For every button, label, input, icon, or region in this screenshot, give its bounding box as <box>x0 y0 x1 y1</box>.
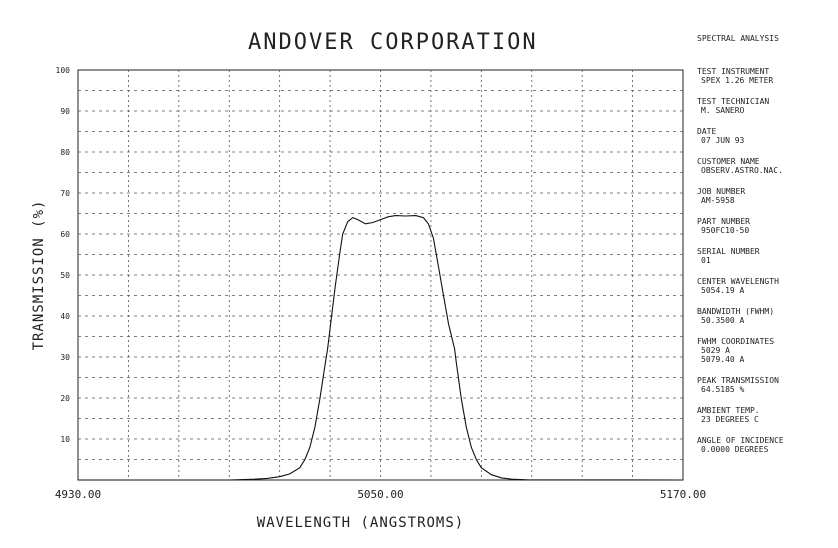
panel-item-label: JOB NUMBER <box>697 187 746 196</box>
y-tick-label: 30 <box>60 353 70 362</box>
panel-item-value: 0.0000 DEGREES <box>701 445 769 454</box>
panel-item-value: OBSERV.ASTRO.NAC. <box>701 166 783 175</box>
panel-item-value: 01 <box>701 256 711 265</box>
grid-layer <box>77 69 684 481</box>
panel-item-value: 5079.40 A <box>701 355 745 364</box>
y-tick-label: 100 <box>56 66 71 75</box>
panel-item-value: SPEX 1.26 METER <box>701 76 774 85</box>
panel-item-value: 50.3500 A <box>701 316 745 325</box>
panel-item-value: 07 JUN 93 <box>701 136 745 145</box>
label-layer: WAVELENGTH (ANGSTROMS) TRANSMISSION (%) <box>31 200 464 531</box>
panel-item-value: 23 DEGREES C <box>701 415 759 424</box>
transmission-curve <box>78 215 684 481</box>
panel-item-value: M. SANERO <box>701 106 745 115</box>
panel-item-label: TEST TECHNICIAN <box>697 97 770 106</box>
x-tick-label: 5170.00 <box>660 488 706 501</box>
panel-item-value: 5029 A <box>701 346 730 355</box>
panel-item: AMBIENT TEMP.23 DEGREES C <box>697 406 835 424</box>
y-tick-label: 80 <box>60 148 70 157</box>
panel-item-value: AM-5958 <box>701 196 735 205</box>
tick-layer: 10 20 30 40 50 60 70 80 90 100 4930.00 5050.00 5170.… <box>55 66 706 501</box>
panel-item-label: SERIAL NUMBER <box>697 247 760 256</box>
y-tick-label: 90 <box>60 107 70 116</box>
panel-item: BANDWIDTH (FWHM)50.3500 A <box>697 307 835 325</box>
curve-layer <box>78 215 684 481</box>
panel-item-label: BANDWIDTH (FWHM) <box>697 307 775 316</box>
panel-item-label: TEST INSTRUMENT <box>697 67 770 76</box>
panel-item-label: DATE <box>697 127 717 136</box>
x-tick-label: 5050.00 <box>357 488 403 501</box>
y-axis-label: TRANSMISSION (%) <box>31 200 47 351</box>
y-tick-label: 10 <box>60 435 70 444</box>
panel-item-label: CENTER WAVELENGTH <box>697 277 779 286</box>
panel-item-value: 64.5185 % <box>701 385 745 394</box>
y-tick-label: 50 <box>60 271 70 280</box>
panel-header: SPECTRAL ANALYSIS <box>697 34 779 43</box>
y-tick-label: 40 <box>60 312 70 321</box>
x-tick-label: 4930.00 <box>55 488 101 501</box>
panel-item-label: CUSTOMER NAME <box>697 157 760 166</box>
panel-item-value: 950FC10-50 <box>701 226 750 235</box>
x-axis-label: WAVELENGTH (ANGSTROMS) <box>257 515 464 531</box>
chart-title: ANDOVER CORPORATION <box>248 30 538 55</box>
y-tick-label: 20 <box>60 394 70 403</box>
y-tick-label: 60 <box>60 230 70 239</box>
panel-item-label: PEAK TRANSMISSION <box>697 376 779 385</box>
panel-item-label: AMBIENT TEMP. <box>697 406 760 415</box>
panel-item-label: PART NUMBER <box>697 217 750 226</box>
panel-item-label: ANGLE OF INCIDENCE <box>697 436 784 445</box>
panel-item-label: FWHM COORDINATES <box>697 337 775 346</box>
y-tick-label: 70 <box>60 189 70 198</box>
panel-item-value: 5054.19 A <box>701 286 745 295</box>
